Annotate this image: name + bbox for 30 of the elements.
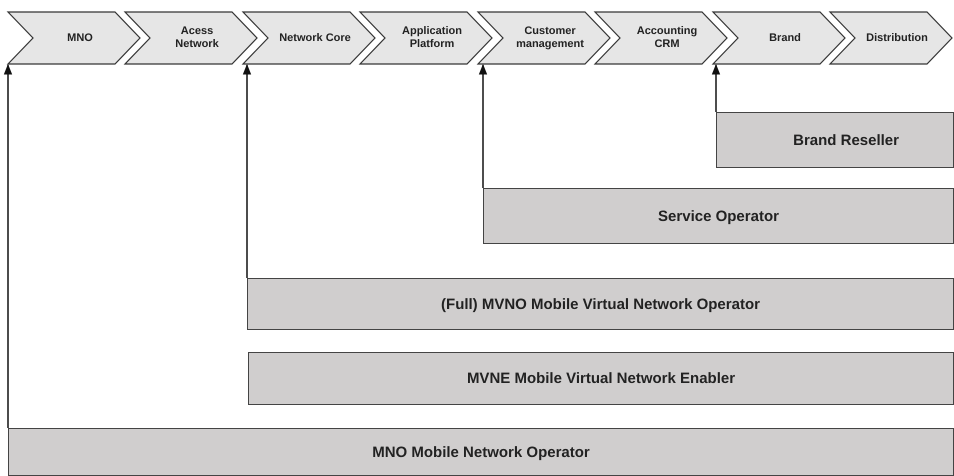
node-label: Brand Reseller — [793, 132, 899, 148]
role-bar — [248, 352, 954, 405]
node-label: Accounting CRM — [636, 25, 698, 51]
node-label: Distribution — [866, 32, 928, 44]
arrow — [712, 64, 720, 112]
node-label: Acess Network — [174, 25, 220, 51]
node-label: Service Operator — [658, 208, 779, 224]
node-label: Brand — [769, 32, 801, 44]
node-label: Application Platform — [401, 25, 463, 51]
chevron-step — [595, 12, 727, 64]
arrow — [242, 64, 252, 278]
chevron-step — [8, 12, 140, 64]
role-bar — [716, 112, 954, 168]
node-label: Customer management — [515, 25, 585, 51]
chevron-step — [478, 12, 610, 64]
role-bar — [8, 428, 954, 476]
role-bar — [247, 278, 954, 330]
chevron-step — [125, 12, 257, 64]
node-label: MVNE Mobile Virtual Network Enabler — [466, 370, 736, 387]
chevron-step — [360, 12, 492, 64]
chevron-step — [713, 12, 845, 64]
arrow — [478, 64, 488, 188]
chevron-step — [243, 12, 375, 64]
role-bar — [483, 188, 954, 244]
arrow — [4, 64, 12, 428]
node-label: (Full) MVNO Mobile Virtual Network Operator — [441, 296, 760, 312]
chevron-step — [830, 12, 952, 64]
node-label: MNO Mobile Network Operator — [372, 444, 590, 460]
node-label: Network Core — [279, 32, 351, 44]
node-label: MNO — [67, 32, 93, 44]
